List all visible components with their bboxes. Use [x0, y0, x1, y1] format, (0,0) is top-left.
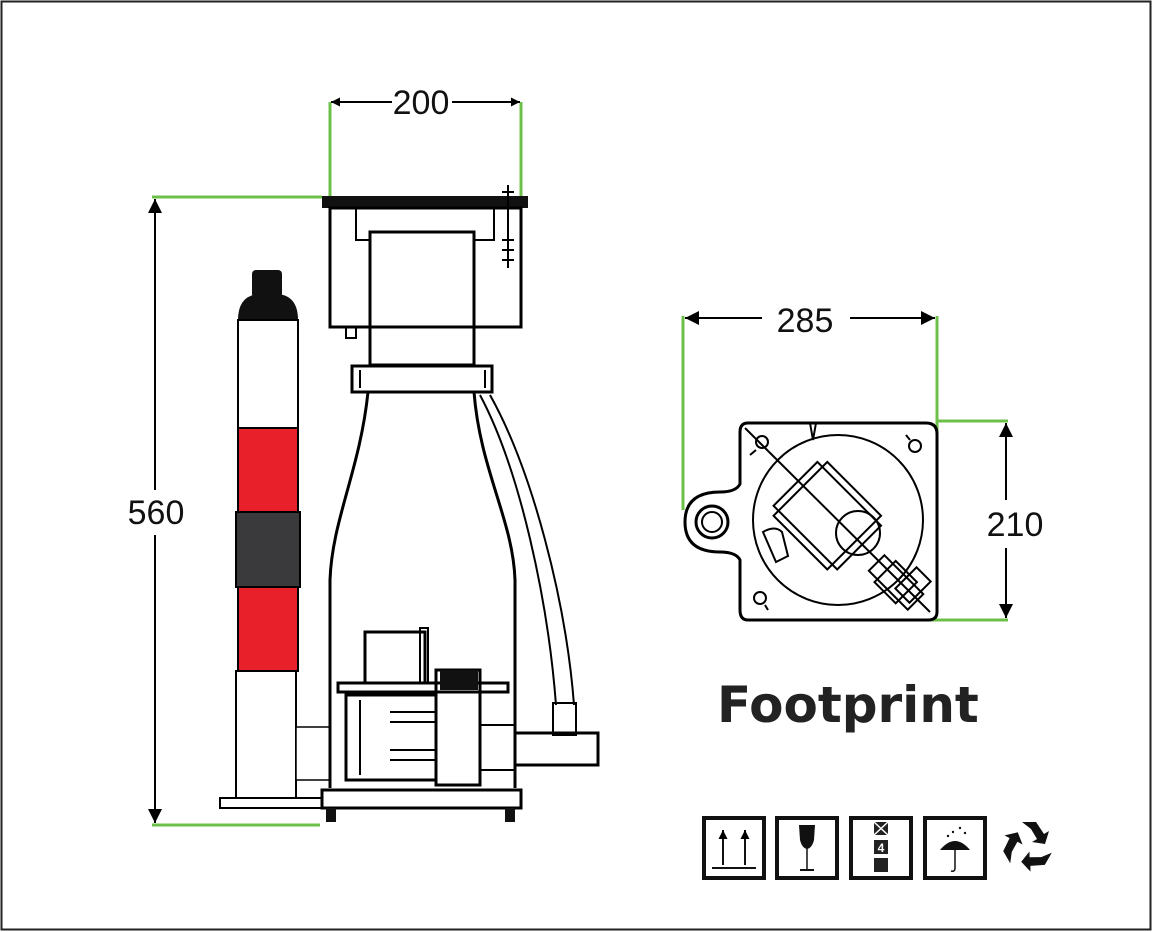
stack-limit-number: 4 — [878, 841, 885, 855]
fragile-icon — [775, 816, 839, 880]
keep-dry-icon — [923, 816, 987, 880]
stack-limit-icon: 4 — [849, 816, 913, 880]
dimension-footprint-width: 285 — [681, 302, 939, 515]
footprint-label: Footprint — [717, 676, 979, 734]
dimension-label-200: 200 — [393, 84, 450, 122]
dimension-height: 560 — [128, 195, 322, 827]
media-reactor — [219, 270, 331, 809]
dimension-footprint-depth: 210 — [928, 419, 1044, 622]
dimension-label-560: 560 — [128, 494, 185, 532]
dimension-width-top: 200 — [328, 84, 523, 197]
footprint-top-view — [683, 421, 939, 622]
recycle-icon — [1003, 822, 1052, 872]
protein-skimmer — [320, 185, 600, 822]
this-way-up-icon — [702, 816, 766, 880]
dimension-label-285: 285 — [777, 302, 834, 340]
dimension-label-210: 210 — [987, 506, 1044, 544]
